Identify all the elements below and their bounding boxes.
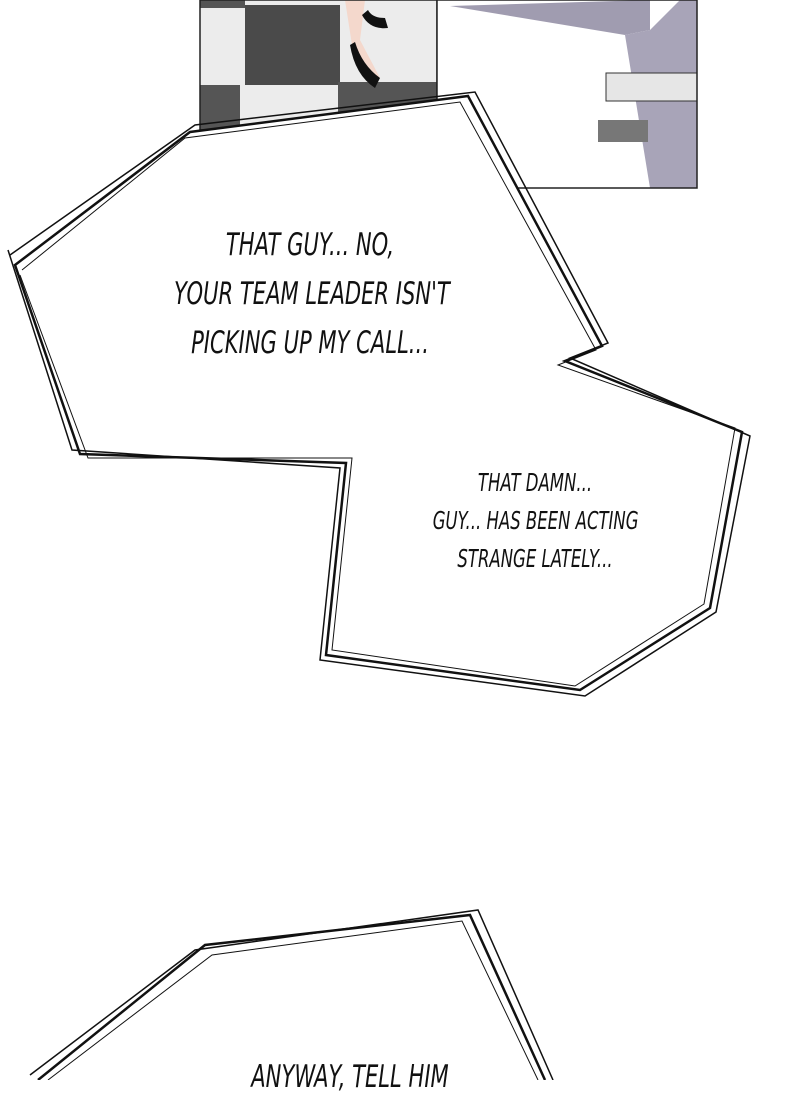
dialogue-line: THAT DAMN... [477,468,593,497]
dialogue-line: ANYWAY, TELL HIM [251,1059,449,1095]
speech-bubble-text-2: THAT DAMN... GUY... HAS BEEN ACTING STRA… [432,468,639,584]
top-right-panel-interior [436,0,698,189]
speech-bubble-text-1: THAT GUY... NO, YOUR TEAM LEADER ISN'T P… [174,227,450,377]
speech-bubble-text-3: ANYWAY, TELL HIM [214,1062,486,1093]
dialogue-line: THAT GUY... NO, [225,227,395,263]
shoe [362,10,388,29]
dialogue-line: STRANGE LATELY... [457,544,613,573]
top-left-panel-floor [199,0,438,131]
speech-bubble-outline-1 [7,91,751,697]
shoe [350,42,380,88]
character-legs [345,0,380,85]
dialogue-line: PICKING UP MY CALL... [191,325,429,361]
speech-bubble-outline-2 [29,909,554,1080]
dialogue-line: GUY... HAS BEEN ACTING [432,506,639,535]
dialogue-line: YOUR TEAM LEADER ISN'T [174,276,450,312]
